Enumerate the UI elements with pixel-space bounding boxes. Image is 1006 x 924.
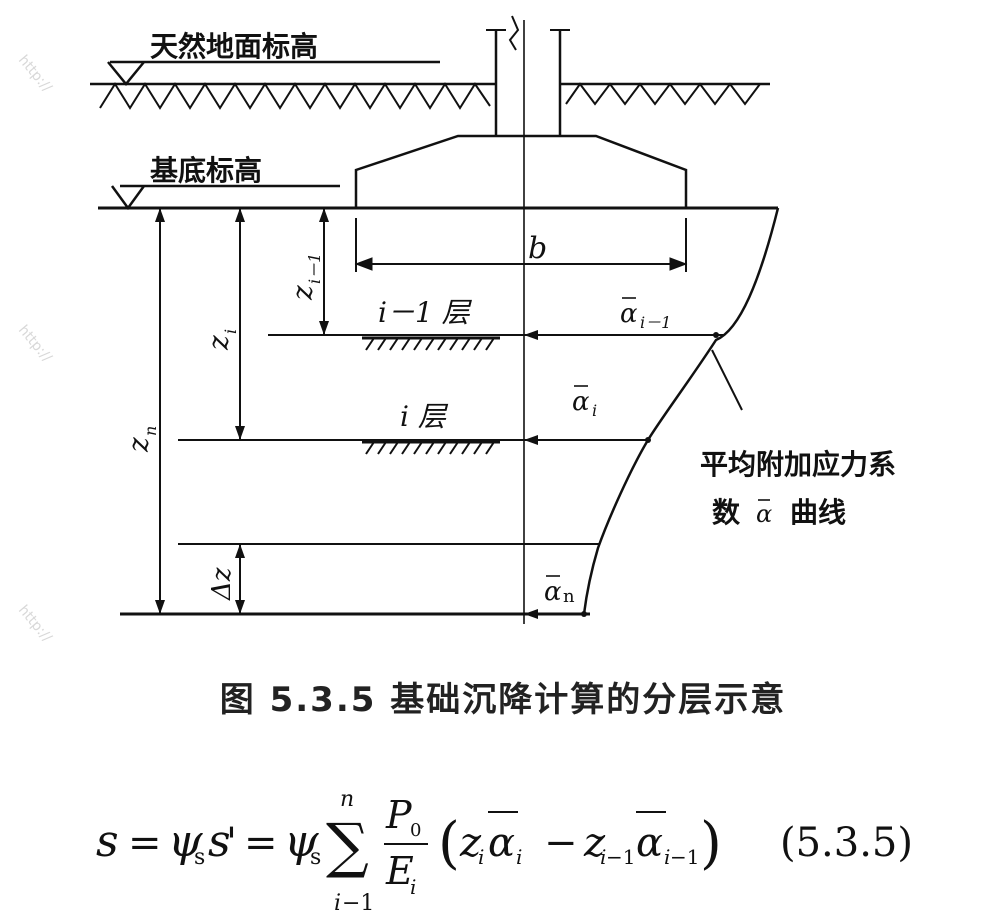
z-prev-label-group: z i－1 [286, 253, 324, 301]
delta-z-label: Δz [207, 567, 237, 601]
svg-text:ψ: ψ [168, 816, 203, 867]
curve-label-alpha: α [756, 500, 772, 528]
arrow-alpha-prev [524, 330, 538, 340]
z-i-subscript: i [221, 329, 240, 334]
base-level-label: 基底标高 [150, 154, 262, 187]
alpha-i-symbol: α [572, 387, 590, 417]
watermark: http:// [15, 322, 55, 365]
svg-text:P: P [385, 793, 413, 837]
svg-text:i: i [664, 845, 670, 869]
arrow-zi-top [235, 208, 245, 222]
svg-text:E: E [385, 849, 414, 893]
alpha-n-subscript: n [563, 586, 575, 607]
svg-text:': ' [226, 820, 237, 866]
width-label: b [528, 231, 547, 266]
arrow-zi-bottom [235, 426, 245, 440]
curve-point-prev [713, 332, 719, 338]
svg-text:−1: −1 [606, 845, 635, 869]
svg-text:s: s [310, 845, 321, 870]
arrow-alpha-n [524, 609, 538, 619]
svg-text:s: s [96, 816, 119, 867]
svg-text:i: i [410, 875, 416, 899]
ground-hatching [99, 82, 491, 110]
svg-text:α: α [636, 820, 663, 866]
z-prev-label: z [286, 285, 319, 301]
arrow-alpha-i [524, 435, 538, 445]
layer-prev-label: i－1 层 [378, 296, 473, 329]
alpha-curve [582, 207, 780, 615]
settlement-formula: s = ψ s s ' = ψ s n ∑ i −1 P 0 E i ( z i… [96, 787, 913, 916]
base-level-symbol [110, 185, 146, 211]
alpha-i-subscript: i [592, 401, 597, 420]
svg-text:(: ( [438, 811, 460, 876]
z-n-subscript: n [141, 426, 160, 436]
watermark: http:// [15, 52, 55, 95]
svg-text:i: i [478, 845, 484, 869]
column-break [486, 15, 570, 51]
curve-label-line2-b: 曲线 [790, 496, 846, 529]
z-n-label-group: z n [122, 426, 160, 453]
curve-point-i [645, 437, 651, 443]
layer-i-1-hatch [365, 337, 495, 351]
alpha-n-label-group: α n [544, 575, 575, 607]
z-i-label: z [202, 335, 235, 351]
curve-label-line1: 平均附加应力系 [700, 448, 896, 481]
svg-text:0: 0 [410, 820, 421, 841]
curve-point-n [581, 611, 587, 617]
arrow-zn-top [155, 208, 165, 222]
svg-text:i: i [600, 845, 606, 869]
svg-text:=: = [128, 820, 162, 866]
svg-text:i: i [516, 845, 522, 869]
svg-text:z: z [459, 820, 482, 866]
watermark: http:// [15, 602, 55, 645]
z-n-label: z [122, 437, 155, 453]
curve-leader [711, 349, 743, 411]
svg-text:s: s [194, 845, 205, 870]
alpha-i-label-group: α i [572, 385, 597, 420]
z-prev-subscript: i－1 [305, 253, 324, 284]
svg-text:s: s [208, 816, 231, 867]
svg-text:): ) [700, 811, 722, 876]
svg-text:i: i [334, 891, 341, 916]
alpha-n-symbol: α [544, 577, 562, 607]
alpha-prev-symbol: α [620, 299, 638, 329]
svg-text:−1: −1 [670, 845, 699, 869]
delta-z-label-group: Δz [207, 567, 237, 601]
alpha-prev-subscript: i－1 [640, 313, 671, 332]
layer-i-label: i 层 [400, 400, 449, 433]
figure-caption: 图 5.3.5 基础沉降计算的分层示意 [219, 680, 787, 720]
z-i-label-group: z i [202, 329, 240, 351]
svg-text:∑: ∑ [326, 811, 369, 881]
alpha-prev-label-group: α i－1 [620, 297, 671, 332]
svg-text:=: = [244, 820, 278, 866]
svg-text:z: z [583, 820, 606, 866]
curve-label-line2-a: 数 [712, 496, 741, 529]
natural-ground-label: 天然地面标高 [150, 30, 318, 63]
svg-text:−1: −1 [342, 891, 374, 916]
arrow-zn-bottom [155, 600, 165, 614]
curve-label-line2: 数 α 曲线 [712, 496, 846, 529]
settlement-diagram: http:// http:// http:// [15, 15, 896, 646]
ground-hatching-right [565, 82, 761, 106]
svg-text:n: n [340, 787, 354, 812]
formula-number: (5.3.5) [780, 820, 913, 866]
svg-text:α: α [488, 820, 515, 866]
arrow-dz-top [235, 544, 245, 558]
layer-i-hatch [365, 441, 495, 455]
arrow-zi1-bottom [319, 321, 329, 335]
footing [354, 134, 688, 208]
width-arrows [354, 257, 688, 271]
svg-text:−: − [544, 820, 578, 866]
arrow-zi1-top [319, 208, 329, 222]
natural-ground-level-symbol [107, 61, 145, 86]
arrow-dz-bottom [235, 600, 245, 614]
svg-text:ψ: ψ [284, 816, 319, 867]
